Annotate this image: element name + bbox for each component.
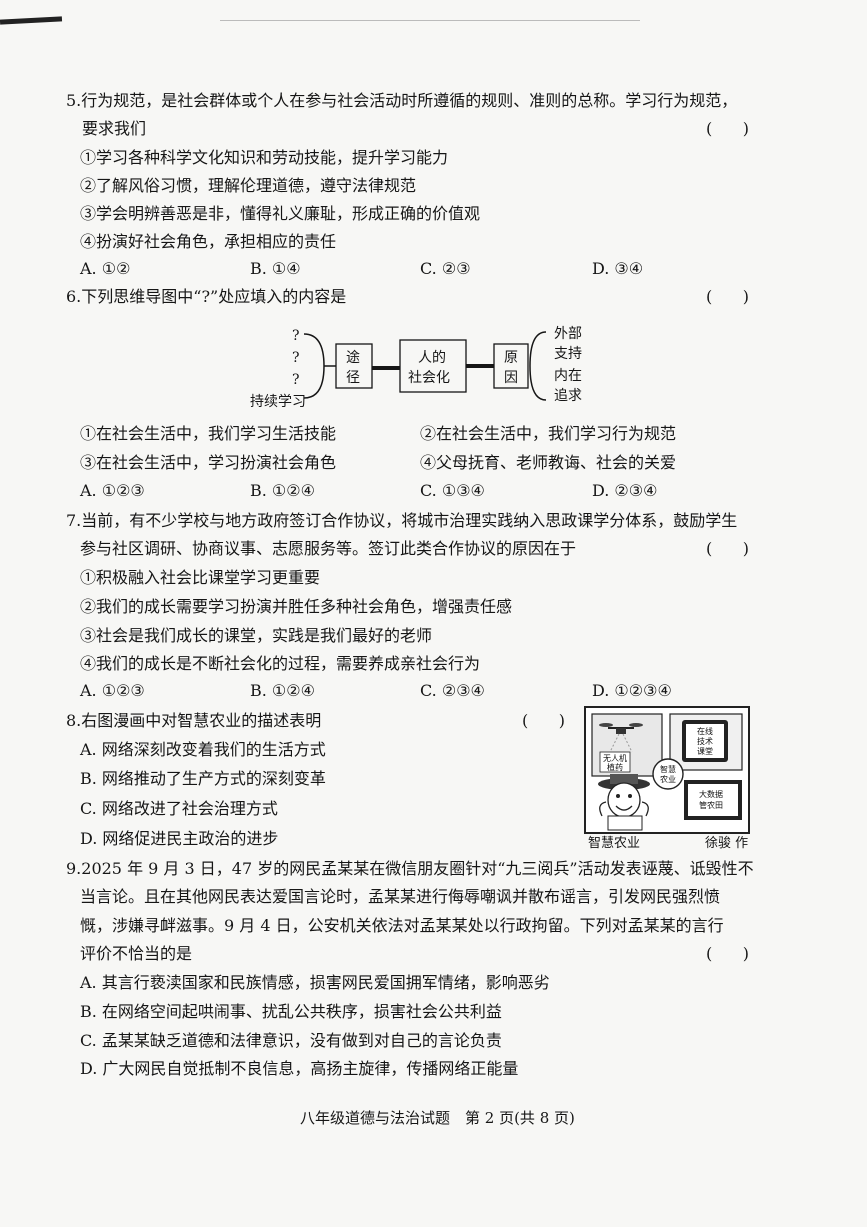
page-footer: 八年级道德与法治试题 第 2 页(共 8 页): [300, 1109, 575, 1127]
mind-map-reason-label-2: 因: [504, 370, 518, 386]
q5-answer-paren: ( ): [706, 119, 749, 138]
cartoon-svg: 无人机 植药 在线 技术 课堂 智慧 农业 大数据 管农田: [591, 713, 743, 831]
q5-item-1: ①学习各种科学文化知识和劳动技能，提升学习能力: [80, 148, 449, 167]
farmer-figure-icon: [598, 774, 650, 831]
mind-map-reason-internal: 内在: [554, 368, 582, 384]
mind-map-reason-external: 外部: [554, 326, 582, 342]
q6-option-b: B. ①②④: [250, 481, 315, 500]
online-label-1: 在线: [697, 726, 713, 736]
q8-option-d: D. 网络促进民主政治的进步: [80, 829, 279, 848]
drone-label-2: 植药: [607, 762, 623, 772]
q5-stem-line1: 5.行为规范，是社会群体或个人在参与社会活动时所遵循的规则、准则的总称。学习行为…: [66, 91, 738, 110]
q5-stem-line2: 要求我们: [82, 119, 147, 138]
mind-map-left-brace: [303, 333, 325, 399]
q9-option-b: B. 在网络空间起哄闹事、扰乱公共秩序，损害社会公共利益: [80, 1002, 502, 1021]
q6-item-3: ③在社会生活中，学习扮演社会角色: [80, 453, 337, 472]
q9-stem-line4: 评价不恰当的是: [80, 944, 193, 963]
q8-stem: 8.右图漫画中对智慧农业的描述表明: [66, 711, 322, 730]
q7-stem-line1: 7.当前，有不少学校与地方政府签订合作协议，将城市治理实践纳入思政课学分体系，鼓…: [66, 511, 738, 530]
badge-label-2: 农业: [660, 774, 676, 784]
q9-option-d: D. 广大网民自觉抵制不良信息，高扬主旋律，传播网络正能量: [80, 1059, 519, 1078]
q9-option-c: C. 孟某某缺乏道德和法律意识，没有做到对自己的言论负责: [80, 1031, 502, 1050]
q7-answer-paren: ( ): [706, 539, 749, 558]
mind-map-path-label-2: 径: [346, 370, 360, 386]
smart-agri-badge: [652, 758, 684, 790]
cartoon-caption-author: 徐骏 作: [705, 836, 749, 851]
monitor-screen: [688, 784, 738, 816]
q7-option-a: A. ①②③: [80, 681, 145, 700]
q6-answer-paren: ( ): [706, 287, 749, 306]
q7-stem-line2: 参与社区调研、协商议事、志愿服务等。签订此类合作协议的原因在于: [80, 539, 577, 558]
badge-label-1: 智慧: [660, 764, 676, 774]
q6-option-c: C. ①③④: [420, 481, 485, 500]
q6-option-a: A. ①②③: [80, 481, 145, 500]
tablet-screen: [686, 724, 724, 758]
q9-stem-line2: 当言论。且在其他网民表达爱国言论时，孟某某进行侮辱嘲讽并散布谣言，引发网民强烈愤: [80, 887, 721, 906]
q7-item-2: ②我们的成长需要学习扮演并胜任多种社会角色，增强责任感: [80, 597, 513, 616]
drone-icon: [599, 723, 643, 753]
q8-option-c: C. 网络改进了社会治理方式: [80, 799, 278, 818]
mind-map-svg: ? ? ? 持续学习 途 径 人的 社会化 原 因 外部 支持 内在 追求: [250, 326, 582, 410]
mind-map-right-brace: [529, 331, 547, 401]
q7-option-c: C. ②③④: [420, 681, 485, 700]
scan-top-line: [220, 20, 640, 21]
q6-option-d: D. ②③④: [592, 481, 658, 500]
mind-map-reason-box: [493, 343, 529, 389]
q8-option-a: A. 网络深刻改变着我们的生活方式: [80, 740, 326, 759]
mind-map-reason-support: 支持: [554, 346, 582, 362]
q6-item-2: ②在社会生活中，我们学习行为规范: [420, 424, 677, 443]
mind-map-diagram: ? ? ? 持续学习 途 径 人的 社会化 原 因 外部 支持 内在 追求: [240, 322, 600, 414]
mind-map-question-2: ?: [292, 350, 300, 366]
q5-item-3: ③学会明辨善恶是非，懂得礼义廉耻，形成正确的价值观: [80, 204, 481, 223]
q9-answer-paren: ( ): [706, 944, 749, 963]
q5-item-4: ④扮演好社会角色，承担相应的责任: [80, 232, 337, 251]
mind-map-continuous-learning: 持续学习: [250, 393, 306, 410]
q6-stem: 6.下列思维导图中“?”处应填入的内容是: [66, 287, 347, 306]
q7-item-4: ④我们的成长是不断社会化的过程，需要养成亲社会行为: [80, 654, 481, 673]
drone-label-1: 无人机: [603, 753, 627, 763]
q8-answer-paren: ( ): [522, 711, 565, 730]
online-label-2: 技术: [697, 736, 713, 746]
cartoon-caption-title: 智慧农业: [588, 836, 641, 851]
drone-label-box: [599, 751, 631, 773]
q6-item-1: ①在社会生活中，我们学习生活技能: [80, 424, 337, 443]
q5-option-d: D. ③④: [592, 259, 644, 278]
online-label-3: 课堂: [697, 746, 713, 756]
q9-stem-line1: 9.2025 年 9 月 3 日，47 岁的网民孟某某在微信朋友圈针对“九三阅兵…: [66, 859, 754, 878]
smart-agriculture-cartoon: 无人机 植药 在线 技术 课堂 智慧 农业 大数据 管农田: [584, 706, 750, 834]
q5-option-b: B. ①④: [250, 259, 301, 278]
mind-map-center-label-1: 人的: [418, 350, 446, 366]
q7-option-d: D. ①②③④: [592, 681, 672, 700]
q8-option-b: B. 网络推动了生产方式的深刻变革: [80, 769, 326, 788]
q7-item-1: ①积极融入社会比课堂学习更重要: [80, 568, 321, 587]
q6-item-4: ④父母抚育、老师教诲、社会的关爱: [420, 453, 677, 472]
mind-map-question-1: ?: [292, 328, 300, 344]
mind-map-reason-label-1: 原: [504, 350, 518, 366]
q7-item-3: ③社会是我们成长的课堂，实践是我们最好的老师: [80, 626, 433, 645]
q5-option-c: C. ②③: [420, 259, 471, 278]
mind-map-center-label-2: 社会化: [408, 370, 450, 386]
q9-option-a: A. 其言行亵渎国家和民族情感，损害网民爱国拥军情绪，影响恶劣: [80, 973, 550, 992]
mind-map-path-label-1: 途: [346, 349, 360, 366]
q9-stem-line3: 慨，涉嫌寻衅滋事。9 月 4 日，公安机关依法对孟某某处以行政拘留。下列对孟某某…: [80, 916, 724, 935]
mind-map-reason-pursuit: 追求: [554, 388, 582, 404]
mind-map-question-3: ?: [292, 372, 300, 388]
q5-item-2: ②了解风俗习惯，理解伦理道德，遵守法律规范: [80, 176, 417, 195]
q5-option-a: A. ①②: [80, 259, 131, 278]
q7-option-b: B. ①②④: [250, 681, 315, 700]
bigdata-label-2: 管农田: [699, 800, 723, 810]
bigdata-label-1: 大数据: [699, 789, 723, 799]
